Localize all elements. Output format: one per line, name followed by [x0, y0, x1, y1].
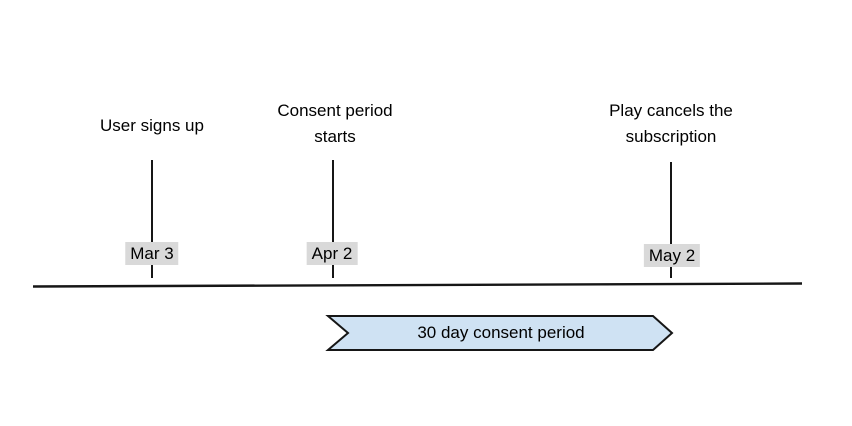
event-label-signup: User signs up — [100, 116, 204, 135]
consent-period-banner-label: 30 day consent period — [417, 323, 585, 342]
date-chip-may2: May 2 — [643, 244, 701, 267]
event-line-cancel — [670, 162, 672, 278]
date-chip-mar3: Mar 3 — [125, 242, 179, 265]
timeline-axis — [32, 282, 803, 288]
event-label-cancel: Play cancels the subscription — [609, 101, 733, 146]
consent-period-banner — [325, 315, 674, 351]
event-line-signup — [151, 160, 153, 278]
event-line-consent-start — [332, 160, 334, 278]
event-label-consent-start: Consent period starts — [277, 101, 393, 146]
date-chip-apr2: Apr 2 — [306, 242, 358, 265]
